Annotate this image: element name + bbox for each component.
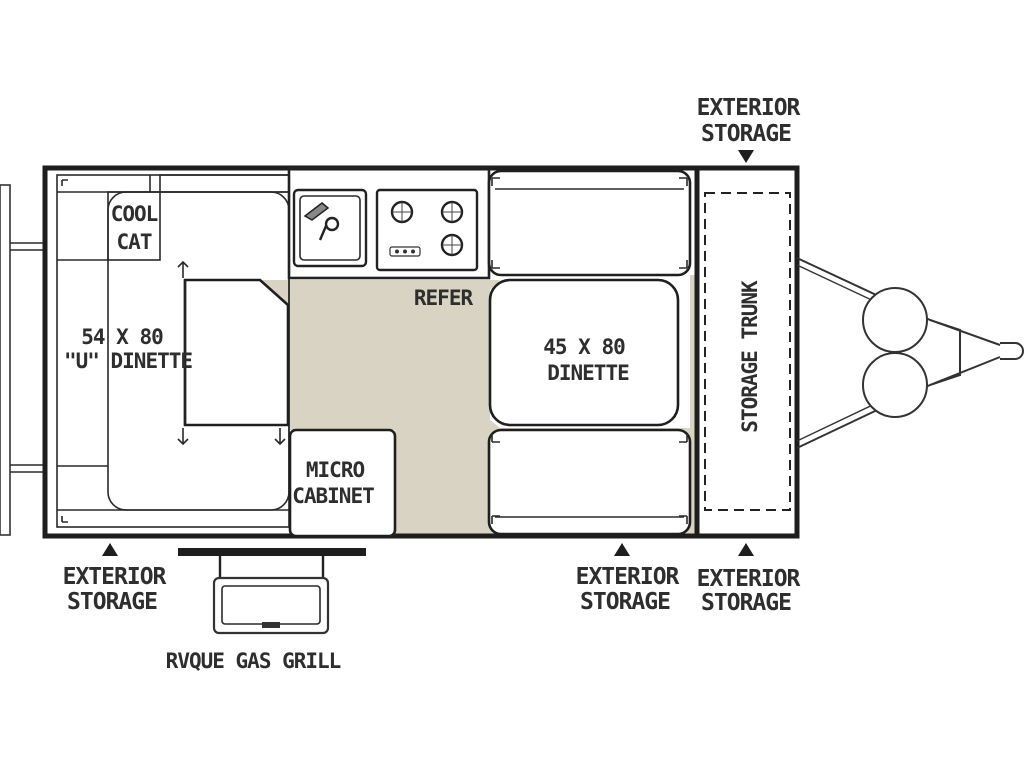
label-dinette-45-2: DINETTE — [547, 361, 629, 385]
sink — [292, 188, 368, 268]
label-u-dinette-1: 54 X 80 — [81, 325, 163, 349]
gas-grill — [178, 548, 366, 635]
label-micro-cabinet-1: MICRO — [306, 458, 365, 482]
label-storage-trunk: STORAGE TRUNK — [738, 280, 762, 433]
u-dinette — [56, 174, 290, 528]
label-exterior-storage-right-1: EXTERIOR — [697, 566, 801, 592]
rear-bumper — [0, 184, 46, 536]
arrow-exterior-storage-left — [102, 543, 118, 556]
label-gas-grill: RVQUE GAS GRILL — [166, 649, 341, 673]
micro-cabinet — [288, 428, 397, 538]
label-micro-cabinet-2: CABINET — [292, 484, 374, 508]
propane-tank-1 — [862, 287, 928, 353]
label-exterior-storage-right-2: STORAGE — [701, 590, 791, 616]
label-exterior-storage-mid-1: EXTERIOR — [576, 564, 680, 590]
label-u-dinette-2: "U" DINETTE — [64, 349, 192, 373]
galley-counter — [287, 166, 491, 280]
label-exterior-storage-mid-2: STORAGE — [580, 589, 670, 615]
trailer-tongue — [796, 257, 1024, 449]
label-exterior-storage-left-2: STORAGE — [67, 589, 157, 615]
dinette-45x80 — [487, 169, 692, 536]
label-cool-cat-1: COOL — [111, 202, 158, 226]
label-exterior-storage-top-2: STORAGE — [701, 121, 791, 147]
label-dinette-45-1: 45 X 80 — [543, 335, 625, 359]
label-exterior-storage-left-1: EXTERIOR — [63, 564, 167, 590]
arrow-exterior-storage-top — [738, 150, 754, 163]
label-exterior-storage-top-1: EXTERIOR — [697, 95, 801, 121]
label-cool-cat-2: CAT — [117, 230, 152, 254]
arrow-exterior-storage-right — [738, 543, 754, 556]
label-refer: REFER — [414, 286, 474, 310]
propane-tank-2 — [862, 352, 928, 418]
storage-trunk — [704, 192, 791, 511]
stove — [375, 188, 479, 272]
arrow-exterior-storage-mid — [614, 543, 630, 556]
